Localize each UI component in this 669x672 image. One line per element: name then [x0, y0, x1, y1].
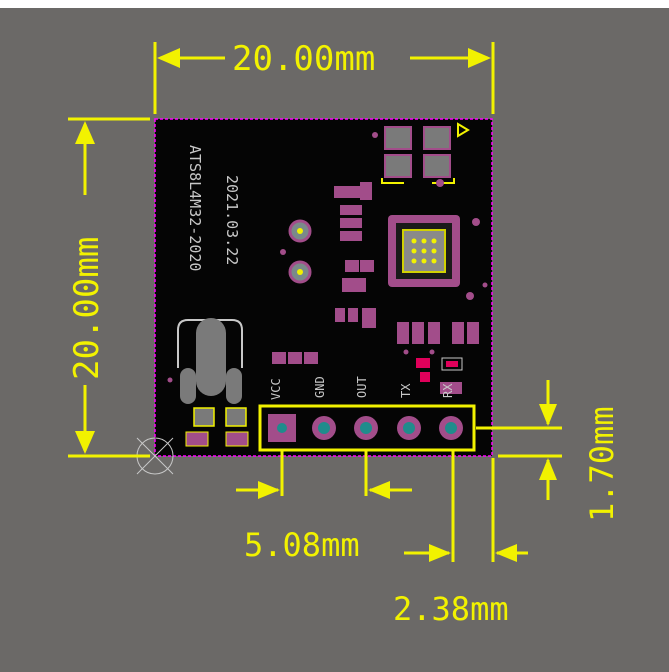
mcu-chip	[388, 215, 488, 300]
silkscreen-part-number: ATS8L4M32-2020	[186, 145, 204, 271]
pin-label-out: OUT	[355, 376, 369, 398]
dimension-pitch-label: 5.08mm	[244, 526, 360, 564]
smd-components-column	[334, 182, 376, 328]
dimension-row-offset-label: 1.70mm	[583, 406, 621, 522]
dimension-edge-offset-label: 2.38mm	[393, 590, 509, 628]
inductor-pads	[372, 122, 470, 187]
dimension-width-label: 20.00mm	[232, 39, 375, 79]
bottom-left-smd	[185, 352, 318, 447]
right-side-smd	[397, 322, 479, 394]
pin-label-vcc: VCC	[269, 378, 283, 400]
silkscreen-date: 2021.03.22	[223, 175, 241, 265]
dimension-lines	[68, 42, 562, 562]
pin-label-gnd: GND	[313, 376, 327, 398]
pin-label-tx: TX	[399, 383, 413, 398]
pin-label-rx: RX	[441, 383, 455, 398]
board-outline	[154, 118, 493, 457]
dimension-height-label: 20.00mm	[67, 237, 107, 380]
crystal-footprint	[167, 318, 243, 415]
vias	[280, 219, 312, 284]
pin-header	[258, 404, 476, 452]
